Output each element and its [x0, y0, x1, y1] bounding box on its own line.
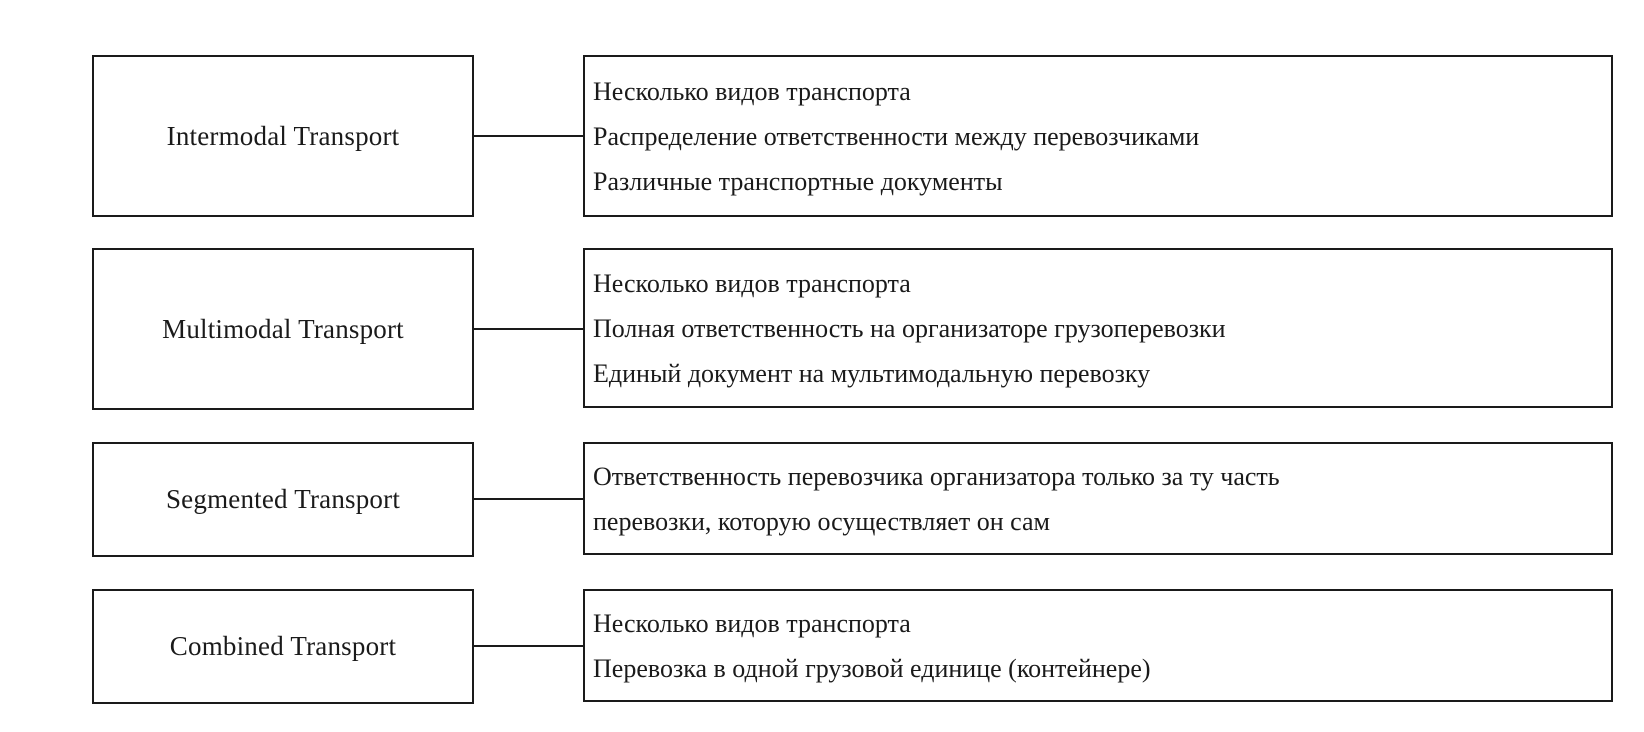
feature-line: Несколько видов транспорта	[593, 76, 911, 106]
connector-line	[474, 135, 583, 137]
term-label: Intermodal Transport	[166, 120, 400, 151]
connector-line	[474, 498, 583, 500]
term-box: Multimodal Transport	[92, 248, 474, 410]
features-box: Несколько видов транспорта Перевозка в о…	[583, 589, 1613, 702]
term-box: Segmented Transport	[92, 442, 474, 557]
feature-line: Распределение ответственности между пере…	[593, 121, 1200, 151]
feature-line: Ответственность перевозчика организатора…	[593, 461, 1280, 491]
feature-line: Перевозка в одной грузовой единице (конт…	[593, 653, 1151, 683]
feature-line: Полная ответственность на организаторе г…	[593, 313, 1226, 343]
feature-line: Различные транспортные документы	[593, 166, 1003, 196]
features-box: Несколько видов транспорта Распределение…	[583, 55, 1613, 217]
features-box: Несколько видов транспорта Полная ответс…	[583, 248, 1613, 408]
features-box: Ответственность перевозчика организатора…	[583, 442, 1613, 555]
connector-line	[474, 328, 583, 330]
term-box: Intermodal Transport	[92, 55, 474, 217]
term-label: Multimodal Transport	[162, 313, 404, 344]
feature-line: Несколько видов транспорта	[593, 268, 911, 298]
feature-line: Единый документ на мультимодальную перев…	[593, 358, 1151, 388]
feature-line: Несколько видов транспорта	[593, 608, 911, 638]
term-label: Combined Transport	[169, 631, 397, 661]
feature-line: перевозки, которую осуществляет он сам	[593, 506, 1050, 536]
term-box: Combined Transport	[92, 589, 474, 704]
connector-line	[474, 645, 583, 647]
term-label: Segmented Transport	[165, 484, 401, 514]
